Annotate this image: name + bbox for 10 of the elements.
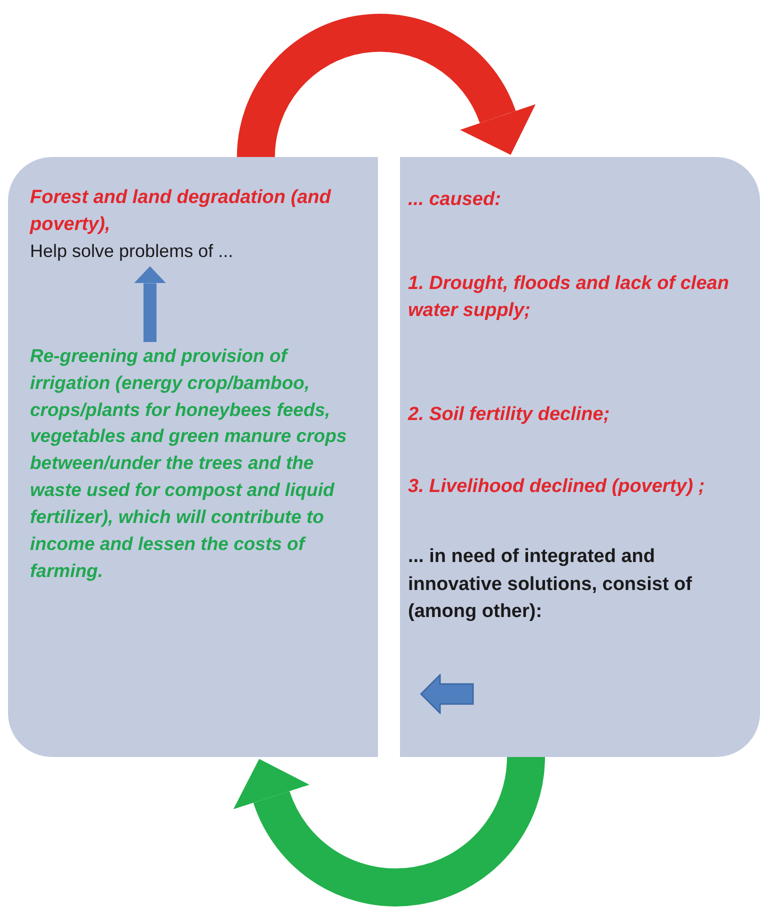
problem-text: ... caused: — [408, 188, 502, 212]
problem-text: 1. Drought, floods and lack of clean water supply; — [408, 272, 730, 323]
problem-text: 3. Livelihood declined (poverty) ; — [408, 475, 706, 499]
panel-box — [400, 157, 760, 757]
statement-text: ... in need of integrated and innovative solutions, consist of (among other): — [408, 545, 693, 624]
problem-text: 2. Soil fertility decline; — [408, 403, 611, 427]
statement-text: Help solve problems of ... — [30, 240, 234, 263]
panel-box — [8, 157, 378, 757]
problem-text: Forest and land degradation (and poverty), — [30, 186, 332, 237]
solution-text: Re-greening and provision of irrigation (energy crop/bamboo, crops/plants for honeybees feeds, vegetables and green manure crops between/under the trees and the waste used for compost and liquid fertilizer), which will contribute to income and lessen the costs of farming. — [30, 344, 348, 583]
